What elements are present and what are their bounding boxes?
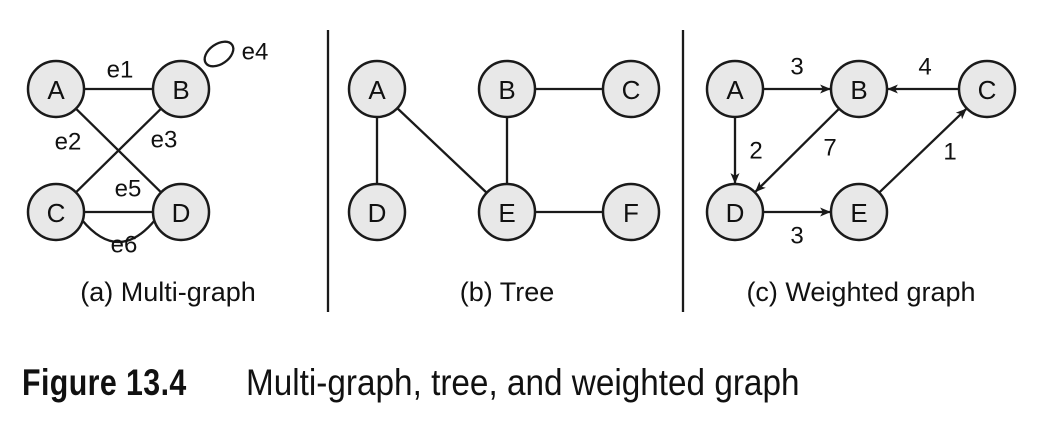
weighted-node-label: E: [850, 198, 867, 228]
weighted-node-b: B: [829, 59, 889, 119]
multigraph-node-d: D: [151, 182, 211, 242]
tree-panel: A B C D E F: [347, 59, 661, 242]
multigraph-node-label: D: [172, 198, 191, 228]
weighted-edge-weight: 3: [790, 223, 803, 250]
multigraph-edge-label: e6: [111, 232, 138, 259]
multigraph-edge-e3: [75, 107, 162, 194]
tree-node-c: C: [601, 59, 661, 119]
weighted-edge-b-d: [754, 107, 840, 193]
weighted-node-label: A: [726, 75, 744, 105]
weighted-edge-weight: 3: [790, 54, 803, 81]
multigraph-node-b: B: [151, 59, 211, 119]
multigraph-caption: (a) Multi-graph: [80, 277, 256, 307]
weighted-node-e: E: [829, 182, 889, 242]
multigraph-edge-label: e3: [151, 127, 178, 154]
tree-node-label: E: [498, 198, 515, 228]
weighted-node-c: C: [957, 59, 1017, 119]
multigraph-edge-e6: [81, 219, 156, 243]
weighted-edge-weight: 1: [943, 139, 956, 166]
weighted-node-label: C: [978, 75, 997, 105]
multigraph-node-label: B: [172, 75, 189, 105]
multigraph-node-label: C: [47, 198, 66, 228]
multigraph-edge-label: e5: [115, 176, 142, 203]
tree-caption: (b) Tree: [460, 277, 555, 307]
tree-node-e: E: [477, 182, 537, 242]
tree-node-label: C: [622, 75, 641, 105]
weighted-node-label: B: [850, 75, 867, 105]
figure-title: Multi-graph, tree, and weighted graph: [246, 362, 800, 403]
tree-node-b: B: [477, 59, 537, 119]
weighted-node-a: A: [705, 59, 765, 119]
weighted-edge-e-c: [878, 108, 967, 194]
multigraph-edge-label: e4: [242, 39, 269, 66]
multigraph-panel: e1 e2 e3 e4 e5 e6 A B C D: [26, 39, 269, 259]
weighted-node-label: D: [726, 198, 745, 228]
tree-edge-a-e: [396, 107, 488, 194]
weighted-edge-weight: 4: [918, 54, 931, 81]
tree-node-label: A: [368, 75, 386, 105]
tree-node-label: D: [368, 198, 387, 228]
multigraph-node-label: A: [47, 75, 65, 105]
multigraph-edge-label: e2: [55, 129, 82, 156]
tree-node-label: F: [623, 198, 639, 228]
tree-node-a: A: [347, 59, 407, 119]
weighted-edge-weight: 2: [749, 138, 762, 165]
weighted-edge-weight: 7: [823, 135, 836, 162]
multigraph-edge-e4: [203, 40, 235, 68]
tree-node-label: B: [498, 75, 515, 105]
figure-number: Figure 13.4: [22, 362, 187, 403]
weighted-node-d: D: [705, 182, 765, 242]
multigraph-edge-label: e1: [107, 57, 134, 84]
multigraph-node-c: C: [26, 182, 86, 242]
tree-node-d: D: [347, 182, 407, 242]
tree-node-f: F: [601, 182, 661, 242]
weighted-graph-caption: (c) Weighted graph: [746, 277, 975, 307]
multigraph-node-a: A: [26, 59, 86, 119]
